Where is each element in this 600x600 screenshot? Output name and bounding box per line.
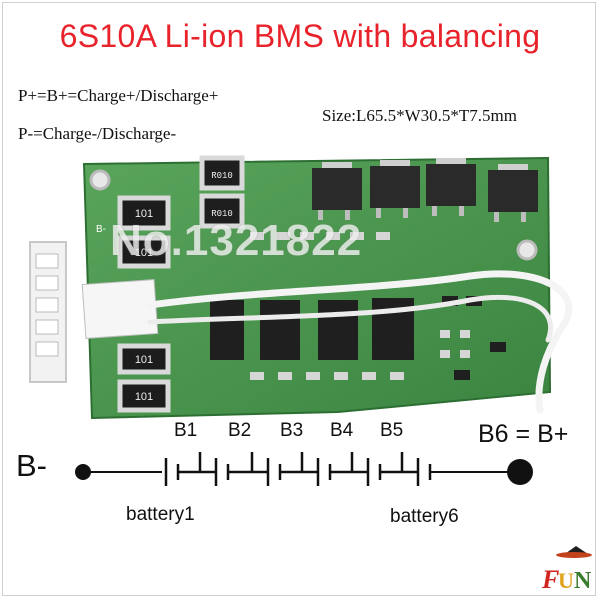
svg-text:F: F [541, 565, 559, 594]
label-b5: B5 [380, 420, 404, 441]
label-b3: B3 [280, 420, 304, 441]
watermark: No.1321822 [110, 216, 363, 265]
label-b-minus: B- [16, 448, 47, 483]
label-b6-b-plus: B6 = B+ [478, 420, 569, 448]
label-b1: B1 [174, 420, 198, 441]
brand-logo: F U N [541, 546, 592, 594]
spec-p-minus: P-=Charge-/Discharge- [18, 124, 177, 143]
svg-text:U: U [558, 568, 574, 593]
svg-text:N: N [574, 568, 592, 594]
spec-size: Size:L65.5*W30.5*T7.5mm [322, 106, 518, 125]
label-battery1: battery1 [126, 504, 195, 525]
product-title: 6S10A Li-ion BMS with balancing [59, 18, 541, 54]
label-battery6: battery6 [390, 506, 459, 527]
label-b2: B2 [228, 420, 252, 441]
spec-p-plus: P+=B+=Charge+/Discharge+ [18, 86, 219, 105]
label-b4: B4 [330, 420, 354, 441]
